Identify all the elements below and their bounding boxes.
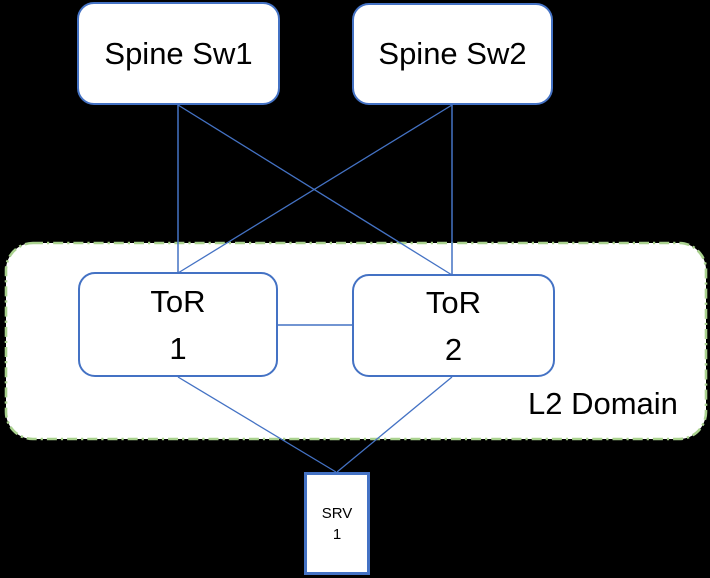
node-srv-1: SRV 1 xyxy=(304,472,370,575)
node-tor-2-label-line2: 2 xyxy=(444,331,463,367)
node-tor-1-label-line2: 1 xyxy=(169,330,187,366)
link-spine2-tor1 xyxy=(177,104,453,274)
l2-domain-label: L2 Domain xyxy=(528,386,678,421)
node-tor-1-label-line1: ToR xyxy=(150,283,206,319)
node-tor-2-label-line1: ToR xyxy=(425,284,482,320)
node-tor-1: ToR 1 xyxy=(78,272,278,377)
node-srv-1-label-line1: SRV xyxy=(321,504,353,522)
node-srv-1-label-line2: 1 xyxy=(332,525,342,543)
node-spine-sw2-label: Spine Sw2 xyxy=(378,36,527,71)
link-tor2-srv1 xyxy=(336,376,453,473)
node-spine-sw1: Spine Sw1 xyxy=(77,2,280,105)
node-tor-2: ToR 2 xyxy=(352,274,555,377)
node-spine-sw1-label: Spine Sw1 xyxy=(104,35,253,71)
link-tor1-srv1 xyxy=(177,376,337,473)
node-spine-sw2: Spine Sw2 xyxy=(352,3,553,105)
link-spine1-tor2 xyxy=(177,104,453,276)
